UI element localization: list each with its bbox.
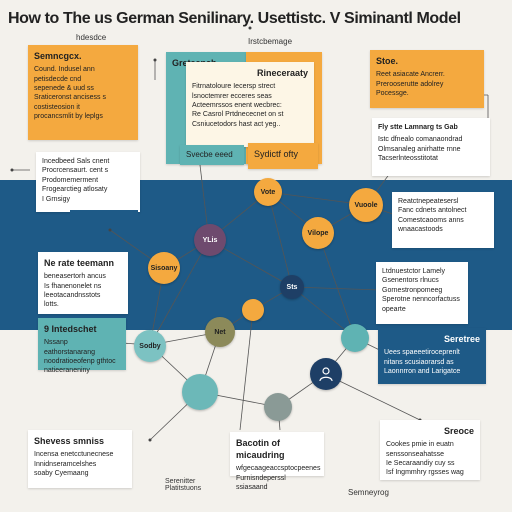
node-purple: YLis bbox=[194, 224, 226, 256]
card-body: wfgecaageaccsptocpeenes Furnisndeperssl … bbox=[236, 465, 321, 492]
card-body: beneasertorh ancus Is fhanenonelet ns le… bbox=[44, 273, 106, 309]
node-navy: Sts bbox=[280, 275, 304, 299]
blue-band-right bbox=[492, 185, 512, 330]
card-heading: Shevess smniss bbox=[34, 436, 105, 446]
node-gray bbox=[264, 393, 292, 421]
tag-top-center: Irstcbemage bbox=[248, 37, 293, 46]
node-orange-right: Vuoole bbox=[349, 188, 383, 222]
card-bottom-center-white: Bacotin of micaudring wfgecaageaccsptocp… bbox=[230, 432, 324, 491]
card-right-navy: Seretree Uees spaeeetiroceprenlt nitans … bbox=[378, 328, 486, 384]
node-orange-mid: Vilope bbox=[302, 217, 334, 249]
card-body: Reatctnepeatesersl Fanc cdnets antolnect… bbox=[398, 198, 467, 234]
tab-orange: Sydictf ofty bbox=[248, 143, 318, 169]
node-orange-small bbox=[242, 299, 264, 321]
navy-strip bbox=[70, 210, 138, 222]
card-heading: Semncgcx. bbox=[34, 51, 82, 61]
card-heading: Sreoce bbox=[443, 426, 474, 436]
card-body: Incedbeed Sals cnent Procrcensaurt. cent… bbox=[42, 158, 110, 203]
card-body: Istc dfnealo comanaondrad Olmsanaleg ani… bbox=[378, 136, 463, 163]
card-heading: 9 Intedschet bbox=[44, 324, 97, 334]
card-body: Uees spaeeetiroceprenlt nitans scusiaora… bbox=[384, 349, 461, 376]
tab-label: Sydictf ofty bbox=[254, 149, 299, 159]
card-heading: Seretree bbox=[443, 334, 480, 344]
card-right-white-2: Reatctnepeatesersl Fanc cdnets antolnect… bbox=[392, 192, 494, 248]
card-bottom-left-white: Shevess smniss Incensa enetcctunecnese I… bbox=[28, 430, 132, 488]
card-body: Cookes pmie in euatn senssonseahatsse Ie… bbox=[386, 441, 464, 477]
node-olive: Net bbox=[205, 317, 235, 347]
card-body: Incensa enetcctunecnese Innidnseramcelsh… bbox=[34, 451, 114, 478]
card-left-white-1: Incedbeed Sals cnent Procrcensaurt. cent… bbox=[36, 152, 140, 212]
node-teal-left: Sodby bbox=[134, 330, 166, 362]
tag-top-left: hdesdce bbox=[76, 33, 107, 42]
node-teal-right bbox=[341, 324, 369, 352]
tag-bottom-right: Semneyrog bbox=[348, 488, 389, 497]
card-body: Cound. Indusel ann petisdecde cnd sepene… bbox=[34, 66, 106, 121]
card-body: Reet asiacate Ancrerr. Prerooserutte ado… bbox=[376, 71, 445, 98]
card-body: Ltdnuestctor Lamely Gsenentors rlnucs Go… bbox=[382, 268, 460, 313]
person-icon bbox=[310, 358, 342, 390]
card-heading: Fly stte Lamnarg ts Gab bbox=[378, 124, 458, 131]
card-right-orange: Stoe. Reet asiacate Ancrerr. Prerooserut… bbox=[370, 50, 484, 108]
tab-teal: Svecbe eeed bbox=[180, 145, 244, 165]
card-body: Nssanp eathorstanarang noodratioeofenp g… bbox=[44, 339, 116, 375]
node-teal-bottom bbox=[182, 374, 218, 410]
node-orange-top: Vote bbox=[254, 178, 282, 206]
card-bottom-right-white: Sreoce Cookes pmie in euatn senssonseaha… bbox=[380, 420, 480, 480]
card-top-orange: Semncgcx. Cound. Indusel ann petisdecde … bbox=[28, 45, 138, 140]
card-heading: Ne rate teemann bbox=[44, 258, 115, 268]
card-body: Fitrnatoloure Iecersp strect lsnoctemrer… bbox=[192, 83, 284, 128]
card-heading: Rineceraaty bbox=[256, 68, 308, 78]
tab-label: Svecbe eeed bbox=[186, 150, 233, 159]
card-left-teal: 9 Intedschet Nssanp eathorstanarang nood… bbox=[38, 318, 126, 374]
card-heading: Bacotin of micaudring bbox=[236, 438, 285, 461]
person-glyph-icon bbox=[319, 367, 333, 382]
card-right-white-3: Ltdnuestctor Lamely Gsenentors rlnucs Go… bbox=[376, 262, 468, 324]
card-center-paper: Rineceraaty Fitrnatoloure Iecersp strect… bbox=[186, 62, 314, 147]
card-right-white-1: Fly stte Lamnarg ts Gab Istc dfnealo com… bbox=[372, 118, 490, 176]
card-heading: Stoe. bbox=[376, 56, 399, 66]
tag-bottom-center: Serenitter Platitstuons bbox=[165, 478, 202, 492]
node-orange-left: Sisoany bbox=[148, 252, 180, 284]
page-title: How to The us German Senilinary. Usettis… bbox=[8, 10, 461, 27]
card-mid-left-white: Ne rate teemann beneasertorh ancus Is fh… bbox=[38, 252, 128, 314]
